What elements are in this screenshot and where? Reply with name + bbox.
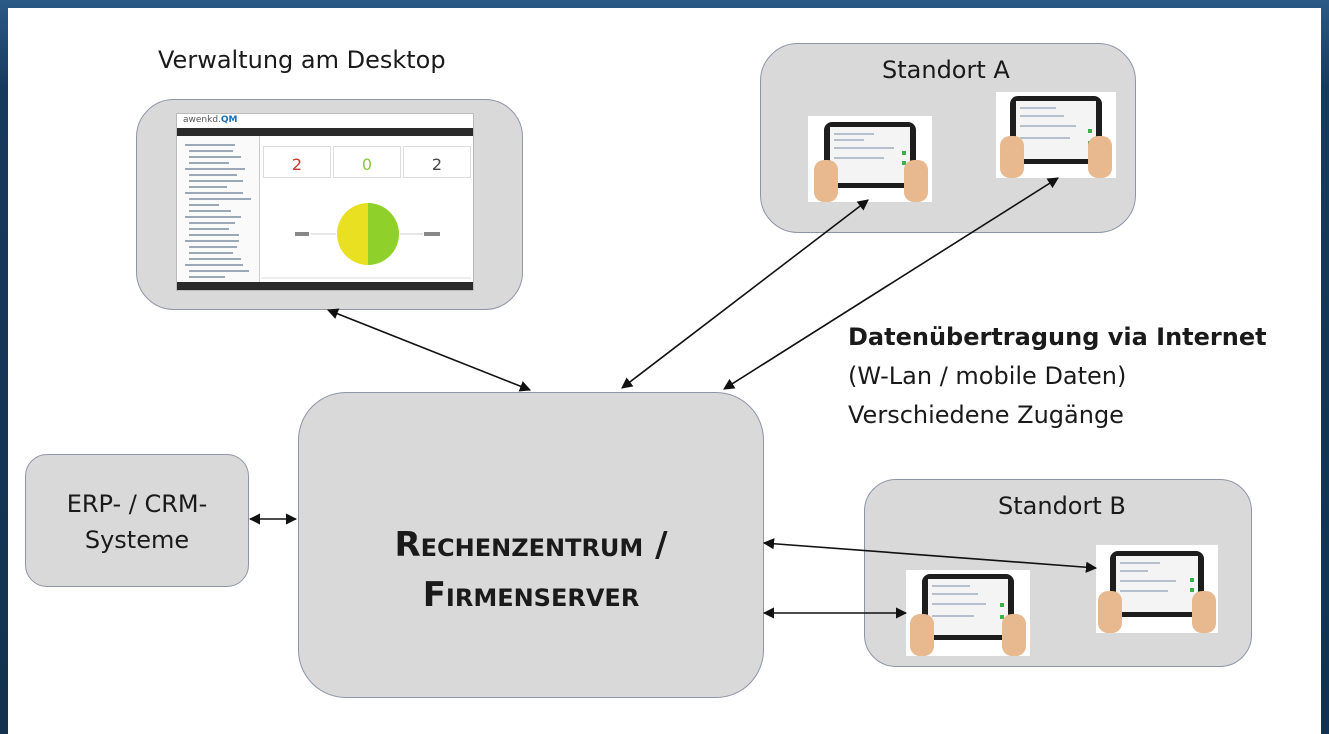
kpi-tile: 0 <box>333 146 401 178</box>
desktop-app-screenshot: awenkd.QM 2 0 2 <box>176 113 474 291</box>
standort-a-label: Standort A <box>882 56 1010 84</box>
kpi-value: 0 <box>361 155 373 174</box>
app-statusbar <box>177 282 473 290</box>
kpi-value: 2 <box>291 155 303 174</box>
desktop-label: Verwaltung am Desktop <box>158 46 446 74</box>
app-logo: awenkd.QM <box>183 115 238 125</box>
app-sidebar-tree <box>177 136 260 284</box>
standort-b-label: Standort B <box>998 492 1126 520</box>
info-line: Verschiedene Zugänge <box>848 401 1124 429</box>
tablet-image <box>808 116 932 202</box>
kpi-tile: 2 <box>403 146 471 178</box>
app-header: awenkd.QM <box>177 114 473 129</box>
rechenzentrum-box <box>298 392 764 698</box>
info-line: (W-Lan / mobile Daten) <box>848 362 1127 390</box>
app-dashboard: 2 0 2 <box>261 138 471 284</box>
erp-crm-label: ERP- / CRM- Systeme <box>66 490 208 554</box>
pie-slice <box>337 203 368 265</box>
tablet-image <box>1096 545 1218 633</box>
rechenzentrum-label: Rechenzentrum / Firmenserver <box>394 525 668 615</box>
info-title: Datenübertragung via Internet <box>848 323 1267 351</box>
tablet-image <box>996 92 1116 178</box>
pie-slice <box>368 203 399 265</box>
app-pie-chart <box>261 203 471 279</box>
erp-crm-box <box>25 454 249 587</box>
app-toolbar <box>177 128 473 136</box>
tablet-image <box>906 570 1030 656</box>
kpi-tile: 2 <box>263 146 331 178</box>
kpi-value: 2 <box>431 155 443 174</box>
